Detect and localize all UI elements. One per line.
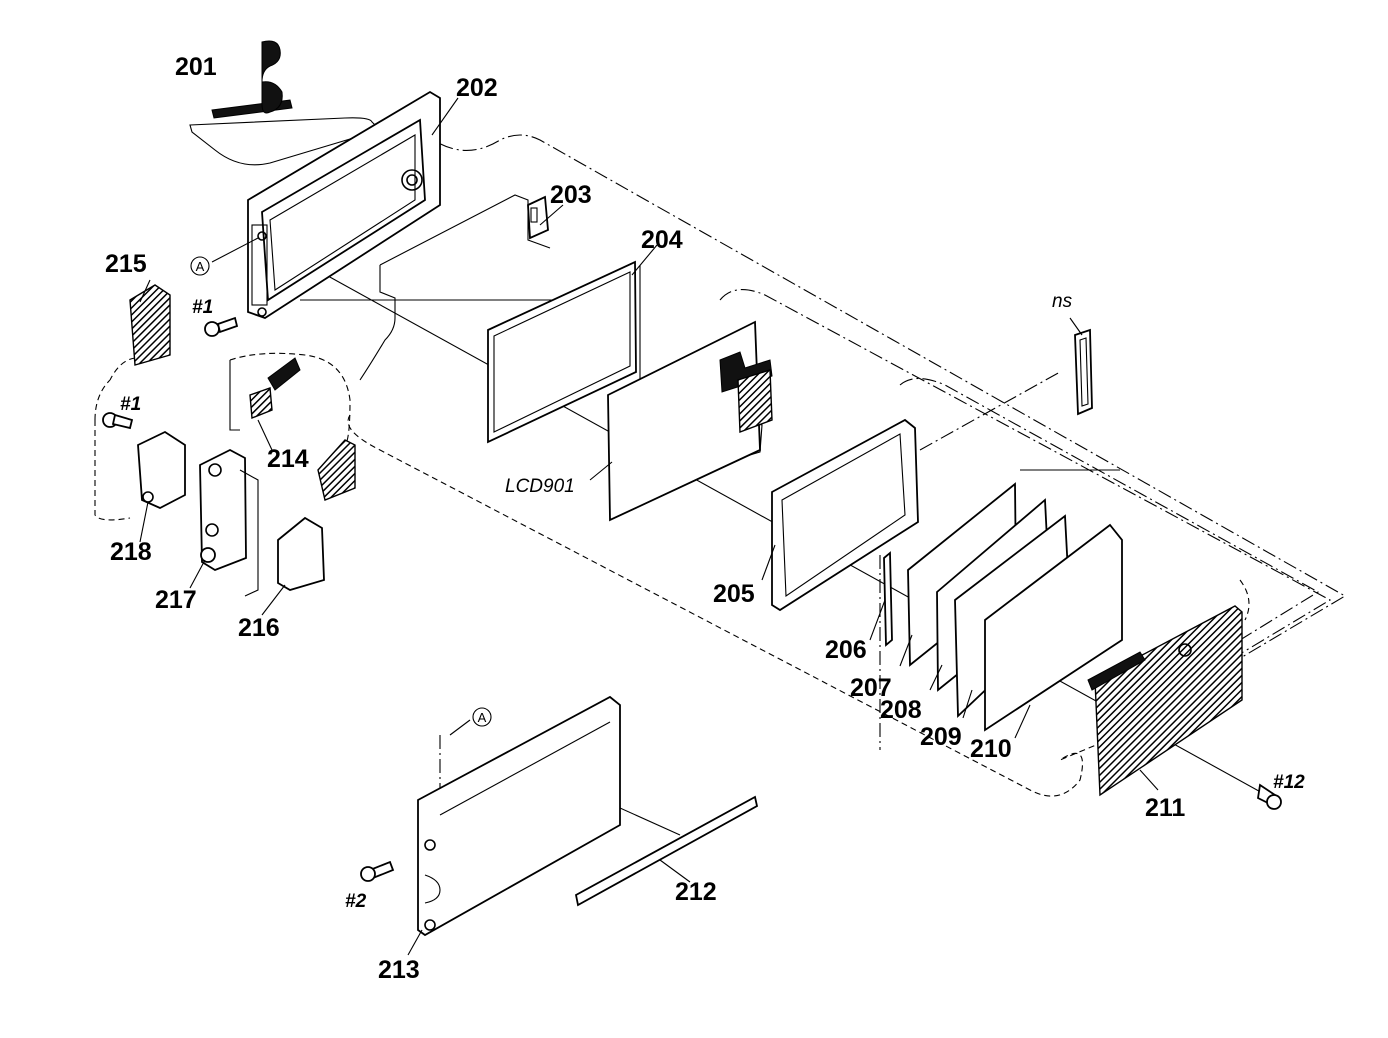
label-205: 205: [713, 580, 755, 608]
label-210: 210: [970, 735, 1012, 763]
label-208: 208: [880, 696, 922, 724]
screw-2: [360, 860, 395, 882]
label-screw-2: #2: [345, 891, 367, 912]
part-202-lcd-frame: [247, 90, 441, 319]
screw-12: [1257, 783, 1282, 810]
label-212: 212: [675, 878, 717, 906]
part-210-sheet: [984, 523, 1123, 732]
screw-1-a: [204, 316, 239, 337]
label-215: 215: [105, 250, 147, 278]
parts-206-210-sheets: [883, 482, 1123, 732]
label-213: 213: [378, 956, 420, 984]
leader-lines: [139, 97, 1159, 956]
label-screw-1-a: #1: [192, 297, 213, 318]
part-214-flex: [249, 357, 301, 420]
ref-mark-a-bottom: A: [472, 707, 492, 727]
part-212-strip: [574, 795, 759, 907]
part-204-gasket: [487, 260, 637, 444]
part-ns-spacer: [1074, 328, 1093, 416]
part-217-hinge: [199, 448, 259, 597]
part-201-flex-cable: [211, 40, 293, 119]
label-216: 216: [238, 614, 280, 642]
lcd901-panel: [607, 320, 773, 522]
label-203: 203: [550, 181, 592, 209]
part-205-lcd-holder: [771, 418, 919, 612]
label-lcd901: LCD901: [505, 476, 575, 497]
label-218: 218: [110, 538, 152, 566]
screw-1-b: [102, 412, 134, 430]
part-203-bracket: [527, 195, 549, 240]
label-202: 202: [456, 74, 498, 102]
label-ns: ns: [1052, 291, 1073, 312]
part-215-hatched-block: [129, 284, 171, 366]
label-217: 217: [155, 586, 197, 614]
label-201: 201: [175, 53, 217, 81]
label-214: 214: [267, 445, 309, 473]
ref-mark-a-top: A: [190, 256, 210, 276]
part-206-sheet: [883, 551, 893, 647]
label-206: 206: [825, 636, 867, 664]
svg-text:A: A: [196, 259, 205, 274]
part-216-cover: [277, 439, 356, 591]
part-213-panel: [417, 695, 621, 937]
svg-text:A: A: [478, 710, 487, 725]
label-207: 207: [850, 674, 892, 702]
label-204: 204: [641, 226, 683, 254]
part-labels: 201 202 203 204 205 206 207 208 209 210 …: [105, 53, 1305, 984]
part-211-board: [1087, 605, 1243, 797]
label-screw-1-b: #1: [120, 394, 141, 415]
label-screw-12: #12: [1273, 772, 1305, 793]
part-218-bracket: [137, 430, 186, 509]
label-211: 211: [1145, 794, 1185, 822]
label-209: 209: [920, 723, 962, 751]
